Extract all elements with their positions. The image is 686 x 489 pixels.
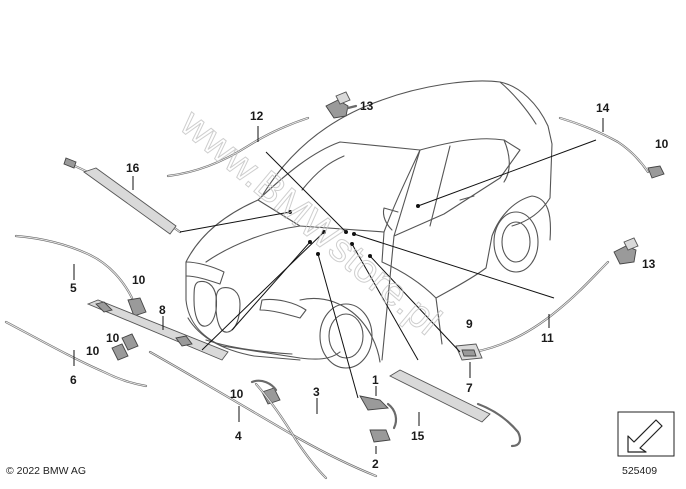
- view-direction-arrow-icon: [617, 411, 675, 457]
- part-13-connector-right: [613, 237, 639, 265]
- callout-10-a: 10: [132, 273, 146, 287]
- part-16-antenna-strip: [63, 157, 182, 235]
- callout-10-d: 10: [230, 387, 244, 401]
- callout-labels: 1 2 3 4 5 6 7 8 9 10 10 10 10 10 11 12 1…: [70, 99, 669, 471]
- callout-14: 14: [596, 101, 610, 115]
- part-2-module: [369, 429, 391, 443]
- part-10-sensor-d: [250, 379, 281, 405]
- callout-5: 5: [70, 281, 77, 295]
- callout-6: 6: [70, 373, 77, 387]
- callout-11: 11: [541, 331, 554, 345]
- part-10-sensor-c: [111, 343, 129, 361]
- callout-16: 16: [126, 161, 140, 175]
- callout-9: 9: [466, 317, 473, 331]
- part-6-cable: [4, 320, 148, 388]
- part-4-cable: [148, 350, 378, 478]
- leader-lines: [73, 118, 604, 454]
- part-14-cable: [558, 116, 650, 174]
- callout-10-c: 10: [86, 344, 100, 358]
- part-1-module: [359, 395, 398, 430]
- part-5-cable: [14, 234, 134, 300]
- part-10-sensor-a: [127, 297, 147, 317]
- callout-13-top: 13: [360, 99, 374, 113]
- callout-8: 8: [159, 303, 166, 317]
- part-11-cable: [472, 260, 610, 354]
- part-8-bar: [86, 299, 229, 361]
- callout-10-top-right: 10: [655, 137, 669, 151]
- callout-1: 1: [372, 373, 379, 387]
- part-3-cable: [254, 382, 328, 480]
- callout-7: 7: [466, 381, 473, 395]
- callout-10-b: 10: [106, 331, 120, 345]
- callout-13-right: 13: [642, 257, 656, 271]
- diagram-number: 525409: [622, 465, 658, 477]
- svg-text:www.BMWstore.pl: www.BMWstore.pl: [171, 101, 449, 344]
- part-7-9-module: [455, 343, 483, 361]
- copyright-text: © 2022 BMW AG: [6, 465, 87, 477]
- part-13-connector-top: [325, 91, 358, 119]
- callout-4: 4: [235, 429, 242, 443]
- vehicle-illustration: [185, 80, 553, 369]
- part-15-strip: [389, 369, 522, 448]
- part-10-sensor-b: [121, 333, 139, 351]
- callout-15: 15: [411, 429, 425, 443]
- callout-3: 3: [313, 385, 320, 399]
- watermark: www.BMWstore.pl: [171, 100, 450, 344]
- callout-2: 2: [372, 457, 379, 471]
- part-10-sensor-right-top: [647, 165, 665, 179]
- part-12-cable: [166, 116, 310, 178]
- callout-12: 12: [250, 109, 264, 123]
